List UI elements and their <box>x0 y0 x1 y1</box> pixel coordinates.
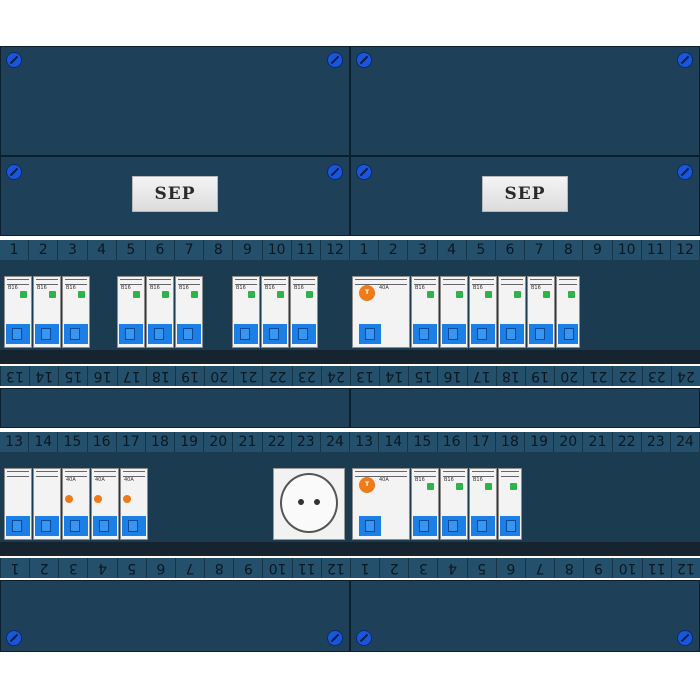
bottom-cover-right <box>350 580 700 652</box>
screw-icon <box>327 164 343 180</box>
middle-cover-right <box>350 388 700 428</box>
lower-rail-shadow <box>0 542 700 556</box>
socket-face <box>280 473 338 533</box>
top-cover-left <box>0 46 350 156</box>
circuit-breaker[interactable] <box>556 276 580 348</box>
rcbo[interactable]: 40A <box>91 468 119 540</box>
circuit-breaker[interactable]: B16 <box>469 276 497 348</box>
isolator-switch[interactable] <box>4 468 32 540</box>
test-button[interactable]: T <box>359 285 375 301</box>
isolator-switch[interactable] <box>33 468 61 540</box>
rcbo[interactable]: 40A <box>120 468 148 540</box>
screw-icon <box>677 164 693 180</box>
rcbo[interactable]: 40A <box>62 468 90 540</box>
middle-cover-left <box>0 388 350 428</box>
test-button[interactable]: T <box>359 477 375 493</box>
sep-logo: SEP <box>132 176 218 212</box>
screw-icon <box>6 630 22 646</box>
screw-icon <box>6 52 22 68</box>
test-button[interactable] <box>65 495 73 503</box>
circuit-breaker[interactable]: B16 <box>33 276 61 348</box>
screw-icon <box>677 52 693 68</box>
bottom-cover-left <box>0 580 350 652</box>
circuit-breaker[interactable] <box>498 468 522 540</box>
upper-rail-shadow <box>0 350 700 364</box>
residual-current-device[interactable]: T 40A <box>352 468 410 540</box>
circuit-breaker[interactable]: B16 <box>261 276 289 348</box>
circuit-breaker[interactable]: B16 <box>290 276 318 348</box>
circuit-breaker[interactable] <box>498 276 526 348</box>
screw-icon <box>327 630 343 646</box>
circuit-breaker[interactable]: B16 <box>411 468 439 540</box>
screw-icon <box>356 52 372 68</box>
circuit-breaker[interactable]: B16 <box>469 468 497 540</box>
screw-icon <box>327 52 343 68</box>
wall-socket-module[interactable] <box>273 468 345 540</box>
screw-icon <box>677 630 693 646</box>
circuit-breaker[interactable]: B16 <box>4 276 32 348</box>
circuit-breaker[interactable]: B16 <box>411 276 439 348</box>
circuit-breaker[interactable]: B16 <box>232 276 260 348</box>
circuit-breaker[interactable]: B16 <box>527 276 555 348</box>
sep-logo: SEP <box>482 176 568 212</box>
screw-icon <box>356 630 372 646</box>
circuit-breaker[interactable]: B16 <box>175 276 203 348</box>
circuit-breaker[interactable]: B16 <box>62 276 90 348</box>
circuit-breaker[interactable]: B16 <box>146 276 174 348</box>
screw-icon <box>6 164 22 180</box>
upper-din-rail <box>0 260 700 356</box>
circuit-breaker[interactable] <box>440 276 468 348</box>
top-cover-right <box>350 46 700 156</box>
screw-icon <box>356 164 372 180</box>
circuit-breaker[interactable]: B16 <box>117 276 145 348</box>
test-button[interactable] <box>123 495 131 503</box>
residual-current-device[interactable]: T 40A <box>352 276 410 348</box>
test-button[interactable] <box>94 495 102 503</box>
circuit-breaker[interactable]: B16 <box>440 468 468 540</box>
